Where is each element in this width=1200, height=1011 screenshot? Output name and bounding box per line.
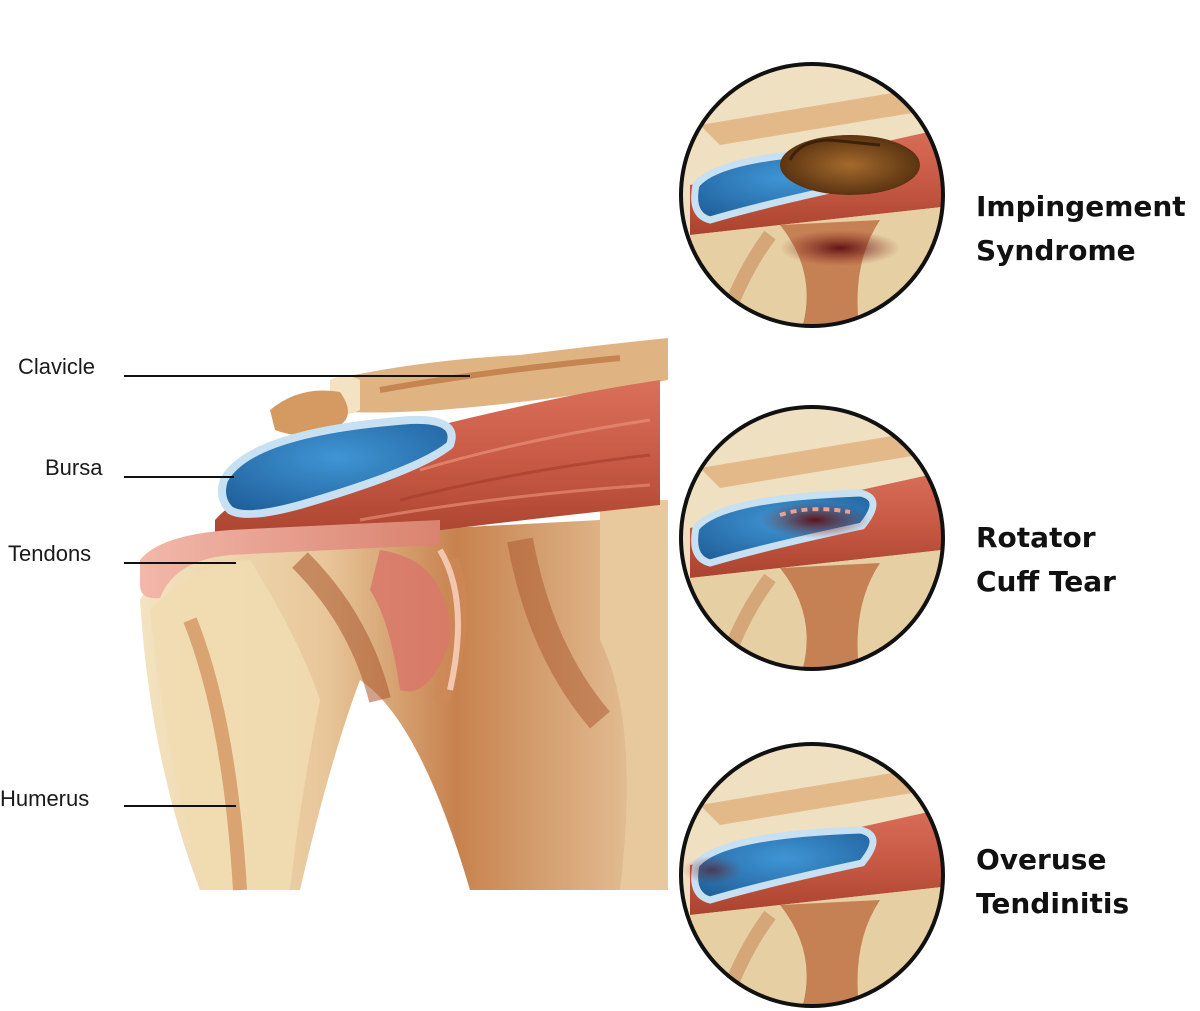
- clavicle-label: Clavicle: [18, 356, 95, 378]
- impingement-title-line2: Syndrome: [976, 229, 1186, 273]
- bursa-label: Bursa: [45, 457, 102, 479]
- overuse-title-line2: Tendinitis: [976, 882, 1129, 926]
- rotator-cuff-tear-title: Rotator Cuff Tear: [976, 516, 1116, 604]
- impingement-syndrome-inset: [670, 55, 960, 345]
- bursa-leader-line: [124, 476, 234, 478]
- rotator-title-line1: Rotator: [976, 516, 1116, 560]
- rotator-cuff-tear-inset: [670, 398, 960, 688]
- humerus-leader-line: [124, 805, 236, 807]
- overuse-title-line1: Overuse: [976, 838, 1129, 882]
- rotator-title-line2: Cuff Tear: [976, 560, 1116, 604]
- overuse-tendinitis-title: Overuse Tendinitis: [976, 838, 1129, 926]
- tendons-leader-line: [124, 562, 236, 564]
- shoulder-cross-section: [140, 338, 668, 890]
- clavicle-leader-line: [124, 375, 470, 377]
- impingement-syndrome-title: Impingement Syndrome: [976, 185, 1186, 273]
- overuse-tendinitis-inset: [670, 735, 960, 1011]
- tendons-label: Tendons: [8, 543, 91, 565]
- impingement-title-line1: Impingement: [976, 185, 1186, 229]
- humerus-label: Humerus: [0, 788, 89, 810]
